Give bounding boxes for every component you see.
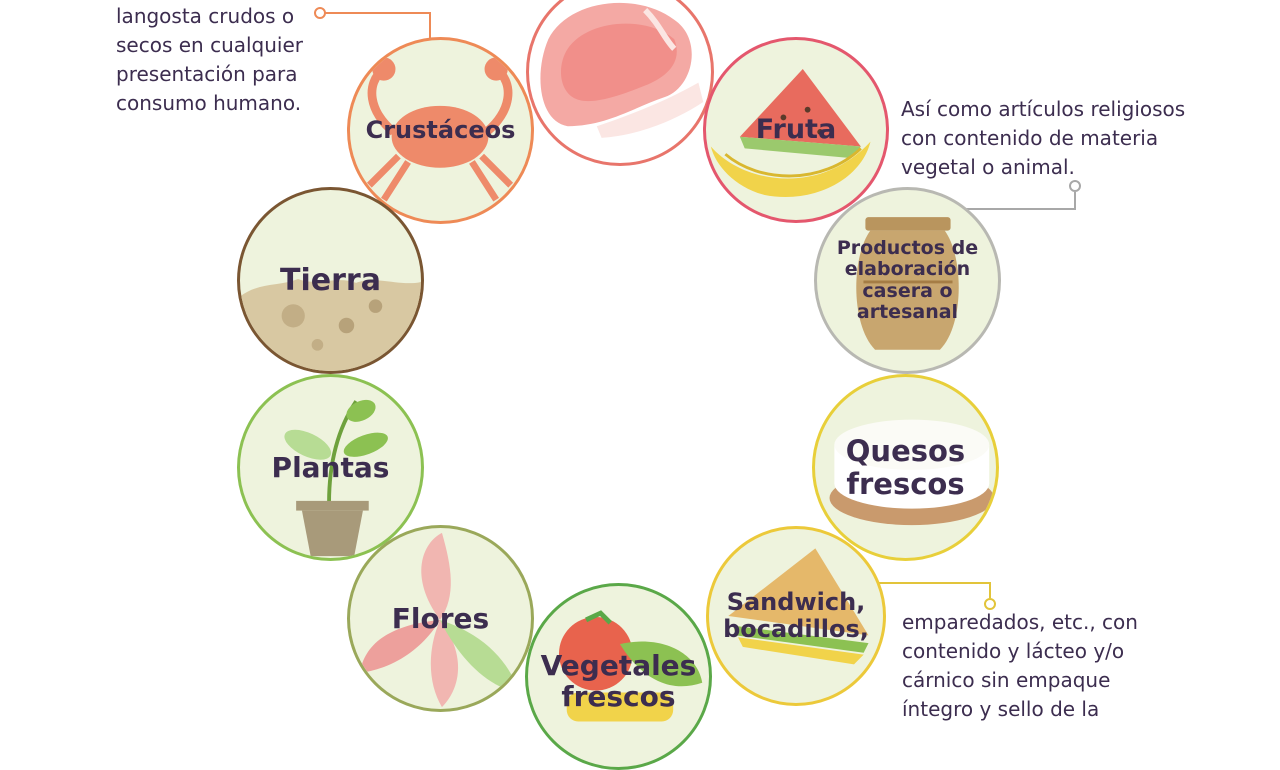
node-crustaceans: Crustáceos xyxy=(347,37,534,224)
jar-icon xyxy=(856,217,959,350)
node-meat xyxy=(526,0,714,166)
node-fruit: Fruta xyxy=(703,37,889,223)
crustaceans-connector xyxy=(314,7,431,40)
vegetables-icon xyxy=(558,610,703,722)
node-flowers-label: Flores xyxy=(391,601,490,635)
node-homemade: Productos de elaboración casera o artesa… xyxy=(814,187,1001,374)
node-cheese: Quesos frescos xyxy=(812,374,999,561)
note-sandwich: emparedados, etc., con contenido y lácte… xyxy=(902,610,1138,721)
watermelon-banana-icon xyxy=(710,69,871,197)
node-plants: Plantas xyxy=(237,374,424,561)
sandwich-connector xyxy=(876,582,996,610)
node-plants-label: Plantas xyxy=(271,450,390,484)
node-vegetables-label: Vegetales frescos xyxy=(540,649,697,714)
node-sandwich-label: Sandwich, bocadillos, xyxy=(723,588,869,643)
node-vegetables: Vegetales frescos xyxy=(525,583,712,770)
infographic-stage: Fruta Crustáceos Productos de elaboració… xyxy=(116,0,1186,770)
soil-icon xyxy=(240,279,421,371)
node-soil: Tierra xyxy=(237,187,424,374)
lily-icon xyxy=(359,532,520,708)
node-sandwich: Sandwich, bocadillos, xyxy=(706,526,886,706)
node-flowers: Flores xyxy=(347,525,534,712)
crab-icon xyxy=(366,57,514,202)
node-cheese-label: Quesos frescos xyxy=(845,434,966,501)
cheese-icon xyxy=(829,419,995,526)
meat-icon xyxy=(540,2,704,138)
node-crustaceans-label: Crustáceos xyxy=(365,116,516,145)
note-homemade: Así como artículos religiosos con conten… xyxy=(901,97,1186,179)
node-soil-label: Tierra xyxy=(280,262,381,298)
node-fruit-label: Fruta xyxy=(755,113,837,145)
sandwich-icon xyxy=(728,548,869,665)
potted-plant-icon xyxy=(284,399,388,557)
note-crustaceans: langosta crudos o secos en cualquier pre… xyxy=(116,4,304,115)
node-homemade-label: Productos de elaboración casera o artesa… xyxy=(836,236,979,323)
